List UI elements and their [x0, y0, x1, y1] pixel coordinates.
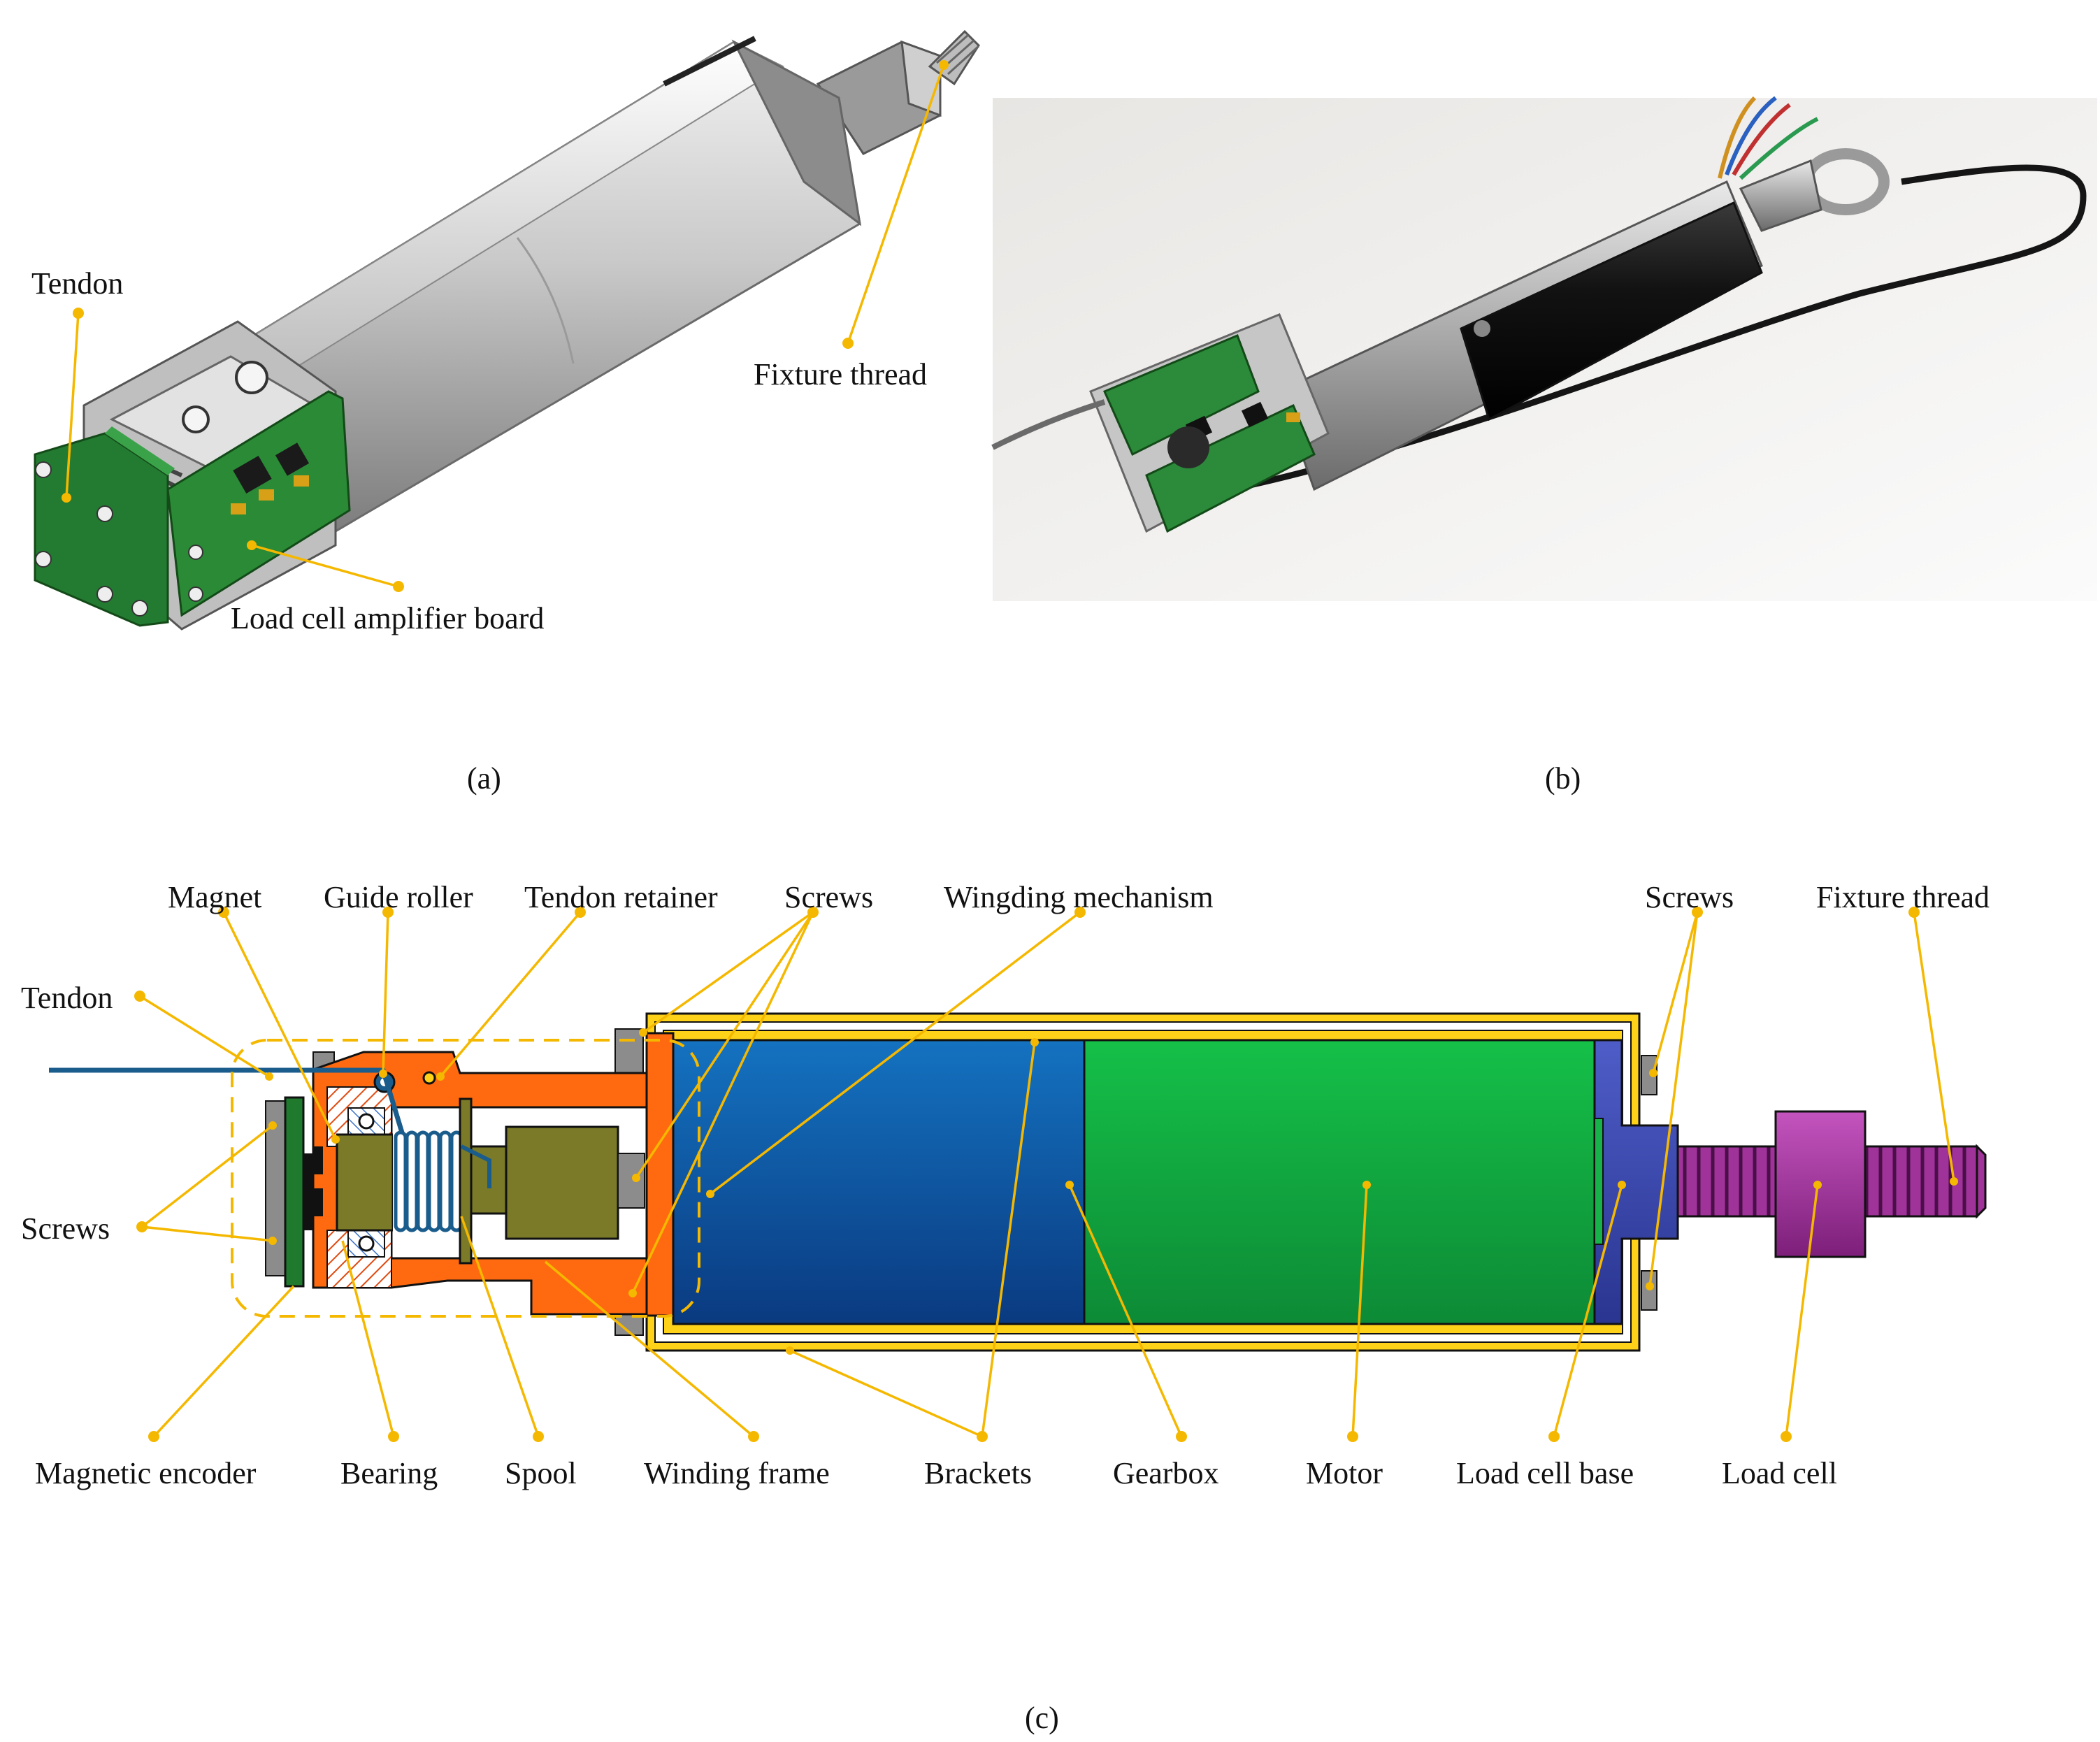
label-winding-frame: Winding frame: [644, 1456, 830, 1490]
tendon-retainer-pin: [422, 1071, 436, 1085]
label-tendon-a: Tendon: [31, 266, 123, 301]
label-wingding-mechanism: Wingding mechanism: [944, 880, 1214, 914]
panel-c-labels: Magnet Guide roller Tendon retainer Scre…: [21, 880, 1990, 1490]
screw-right-bottom: [1641, 1270, 1657, 1311]
callout-dots: [62, 60, 1958, 1442]
spool-winding: [394, 1130, 463, 1232]
label-screws-top: Screws: [784, 880, 873, 914]
label-fixture-thread-c: Fixture thread: [1816, 880, 1990, 914]
label-spool: Spool: [505, 1456, 577, 1490]
motor-block: [1083, 1039, 1596, 1325]
panel-c-schematic: [49, 1012, 1987, 1352]
label-magnetic-encoder: Magnetic encoder: [35, 1456, 257, 1490]
caption-a: (a): [467, 761, 501, 796]
label-tendon-retainer: Tendon retainer: [524, 880, 718, 914]
label-load-cell: Load cell: [1722, 1456, 1837, 1490]
encoder-board-render: [34, 426, 175, 627]
label-magnet: Magnet: [168, 880, 261, 914]
label-bearing: Bearing: [340, 1456, 438, 1490]
label-brackets: Brackets: [924, 1456, 1032, 1490]
label-screws-right: Screws: [1645, 880, 1734, 914]
label-gearbox: Gearbox: [1113, 1456, 1219, 1490]
screw-frame-top: [614, 1028, 644, 1075]
label-fixture-thread-a: Fixture thread: [754, 357, 927, 391]
callout-lines: [65, 64, 1955, 1438]
magnetic-encoder-board: [284, 1096, 305, 1288]
wingding-mechanism-block: [505, 1125, 619, 1240]
label-motor: Motor: [1306, 1456, 1383, 1490]
thread-rod-left: [1676, 1145, 1777, 1218]
label-guide-roller: Guide roller: [324, 880, 473, 914]
label-load-cell-base: Load cell base: [1456, 1456, 1634, 1490]
panel-a-render: [34, 29, 980, 631]
label-tendon-c: Tendon: [21, 981, 113, 1015]
label-screws-left: Screws: [21, 1211, 110, 1246]
panel-a-labels: Tendon Fixture thread Load cell amplifie…: [31, 266, 927, 635]
label-load-cell-amplifier-board: Load cell amplifier board: [231, 601, 544, 635]
panel-b-photo: [991, 96, 2097, 601]
actuator-body-render: [229, 36, 862, 533]
spool-hub: [336, 1133, 394, 1232]
fixture-thread-rod: [1864, 1145, 1978, 1218]
load-cell-base-block: [1593, 1039, 1679, 1325]
amplifier-board-render: [166, 390, 351, 617]
winding-assembly-highlight: [231, 1039, 700, 1318]
caption-c: (c): [1025, 1701, 1059, 1735]
gearbox-block: [672, 1039, 1086, 1325]
caption-b: (b): [1545, 761, 1581, 796]
